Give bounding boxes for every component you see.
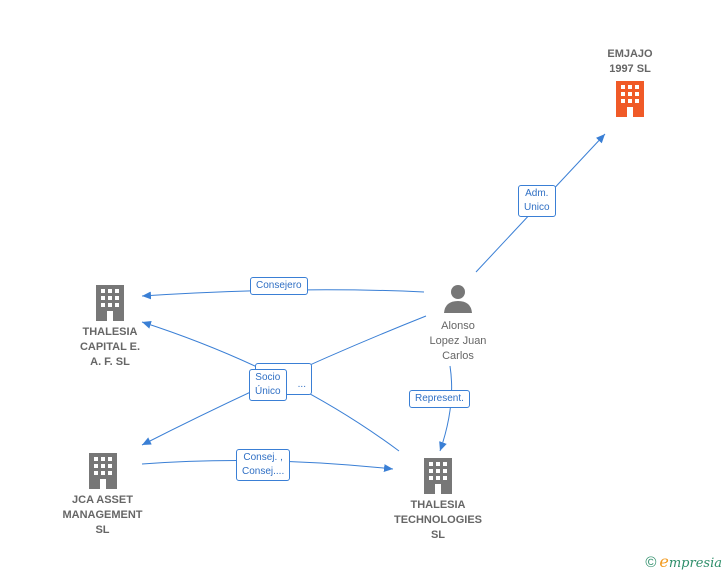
edge-label-socio-unico[interactable]: Socio Único [249, 369, 287, 401]
edge-represent [439, 365, 453, 452]
edge-label-represent[interactable]: Represent. [409, 390, 470, 408]
node-emjajo[interactable]: EMJAJO 1997 SL [590, 47, 670, 119]
node-person-alonso[interactable]: Alonso Lopez Juan Carlos [413, 283, 503, 364]
brand-e: e [659, 552, 669, 571]
node-jca-asset[interactable]: JCA ASSET MANAGEMENT SL [45, 453, 160, 538]
company-name: EMJAJO 1997 SL [607, 48, 653, 75]
building-icon [424, 458, 452, 494]
edge-label-consejero[interactable]: Consejero [250, 277, 308, 295]
node-thalesia-capital[interactable]: THALESIA CAPITAL E. A. F. SL [60, 285, 160, 370]
node-thalesia-technologies[interactable]: THALESIA TECHNOLOGIES SL [383, 458, 493, 543]
building-icon [96, 285, 124, 321]
company-name: THALESIA TECHNOLOGIES SL [393, 499, 482, 541]
person-name: Alonso Lopez Juan Carlos [429, 320, 487, 362]
company-name: THALESIA CAPITAL E. A. F. SL [79, 326, 141, 368]
company-name: JCA ASSET MANAGEMENT SL [62, 494, 143, 536]
brand-rest: mpresia [668, 556, 722, 571]
copyright-symbol: © [645, 554, 657, 571]
building-icon [88, 453, 117, 489]
edge-label-adm-unico[interactable]: Adm. Unico [518, 185, 556, 217]
empresia-logo[interactable]: ©empresia [645, 552, 722, 571]
person-icon [444, 285, 472, 313]
edge-label-consej[interactable]: Consej. , Consej.... [236, 449, 291, 481]
building-icon [616, 81, 644, 117]
